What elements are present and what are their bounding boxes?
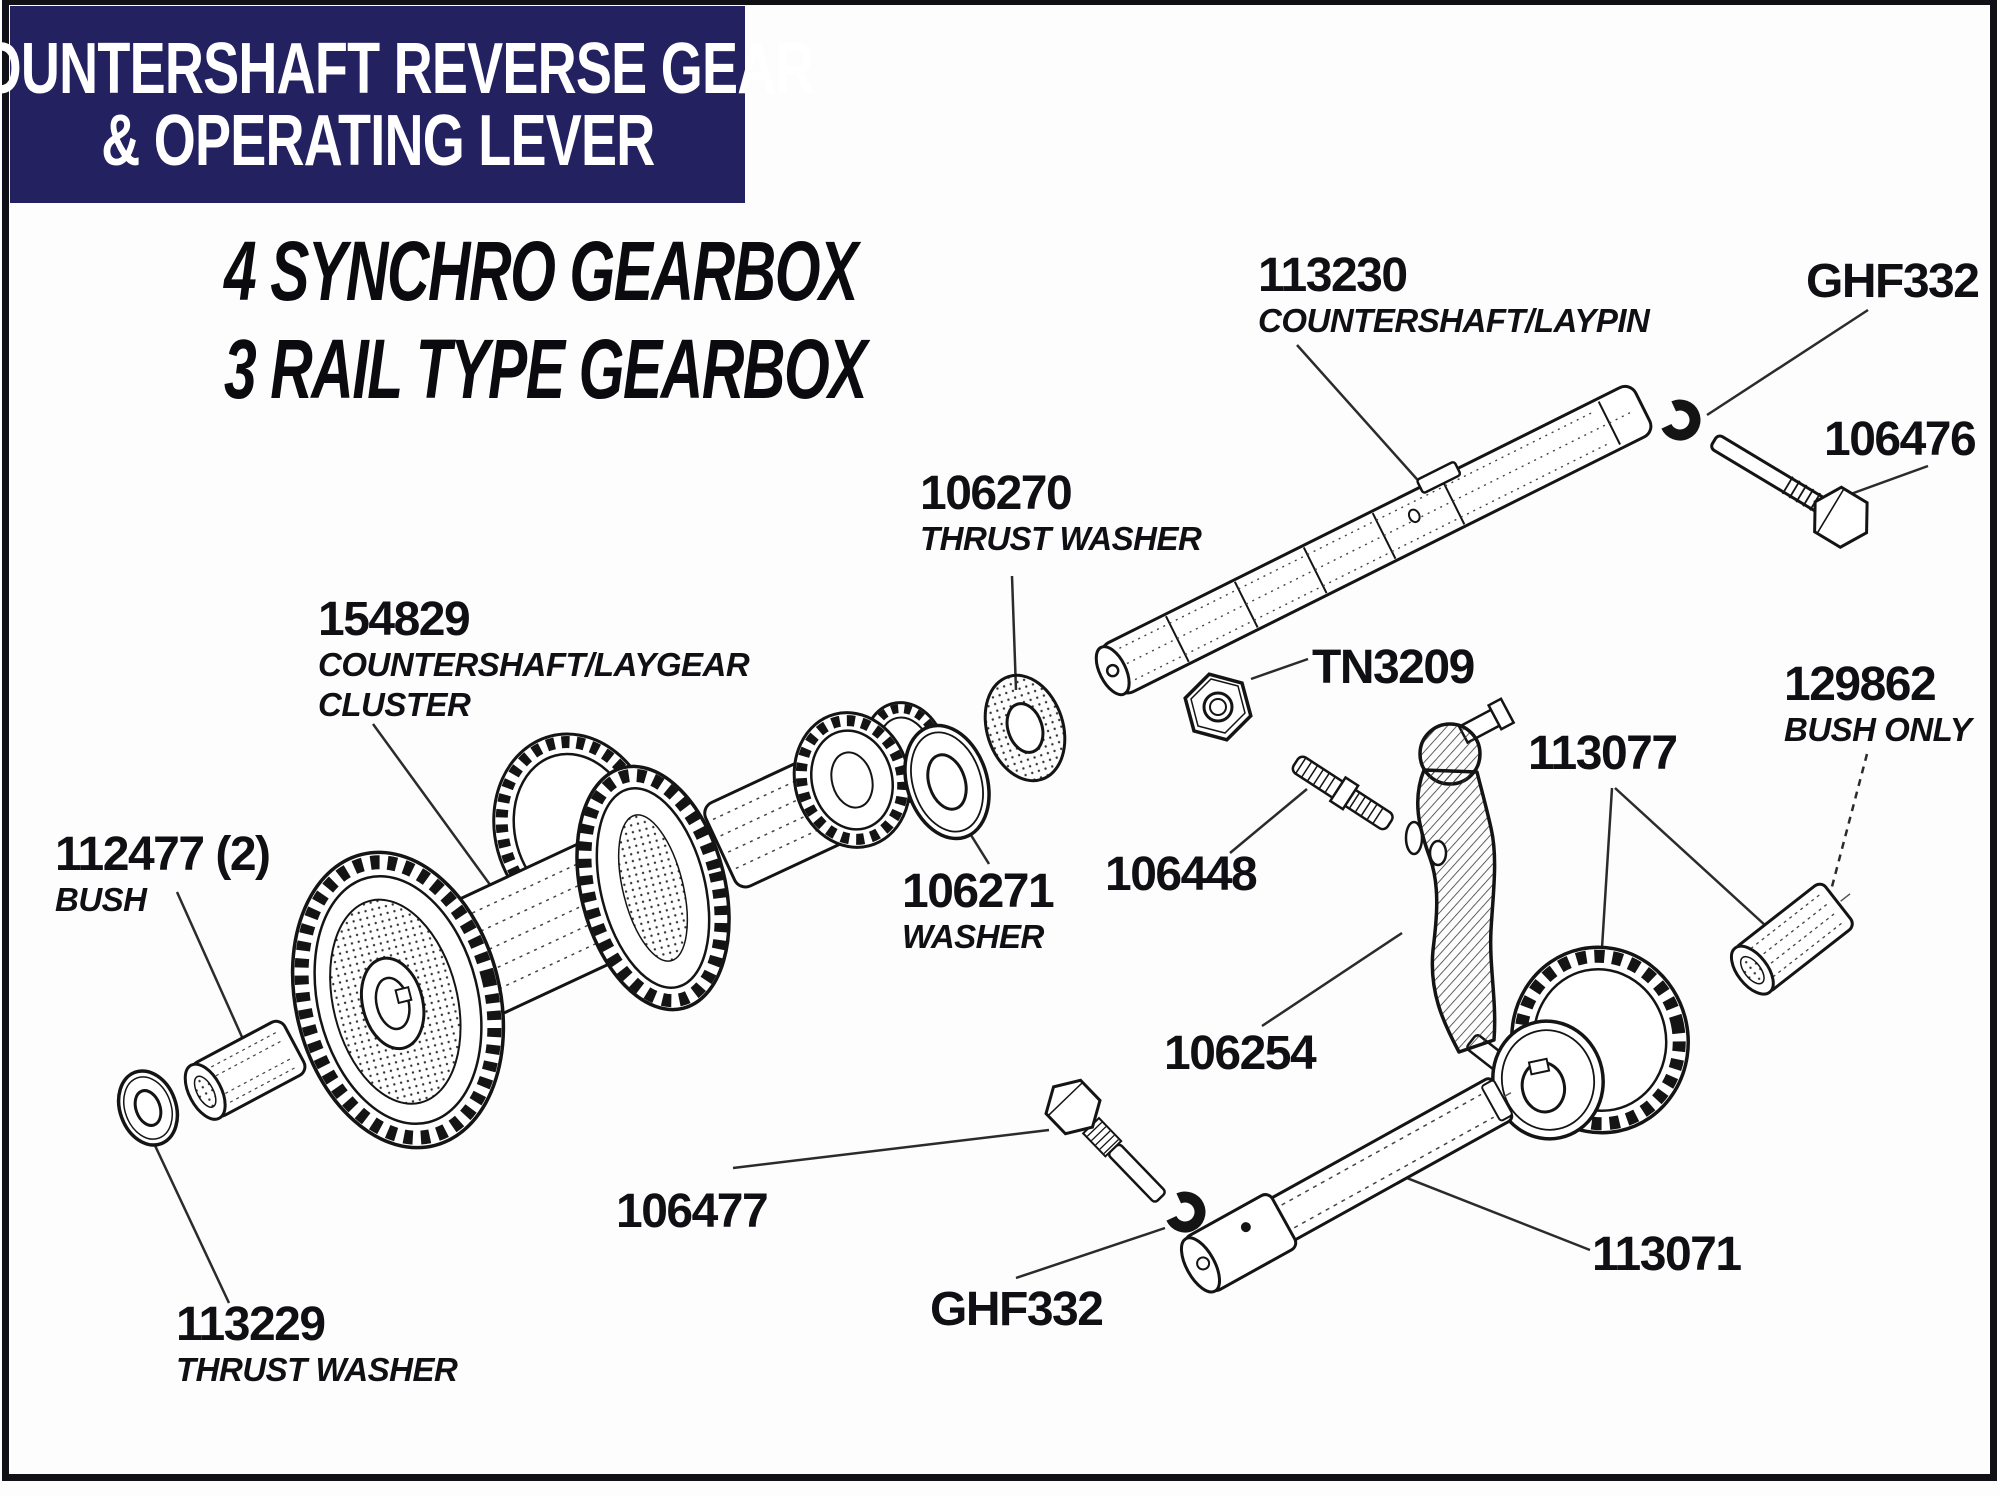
part-description: THRUST WASHER — [176, 1351, 458, 1388]
stud-106448-drawing — [1291, 755, 1394, 831]
part-number: 112477 (2) — [55, 828, 271, 881]
thrust-washer-113229-icon — [116, 1069, 180, 1147]
part-number: GHF332 — [930, 1283, 1104, 1336]
part-label-113071: 113071 — [1592, 1228, 1742, 1281]
subtitle-line1: 4 SYNCHRO GEARBOX — [224, 224, 858, 318]
part-label-ghf332-top: GHF332 — [1806, 255, 1980, 308]
part-label-ghf332-bottom: GHF332 — [930, 1283, 1104, 1336]
part-description: COUNTERSHAFT/LAYPIN — [1258, 302, 1650, 339]
part-number: 113071 — [1592, 1228, 1742, 1281]
part-label-113229: 113229 THRUST WASHER — [176, 1298, 458, 1389]
part-number: 106271 — [902, 865, 1055, 918]
page-title-line1: COUNTERSHAFT REVERSE GEAR — [0, 28, 814, 109]
part-description: THRUST WASHER — [920, 520, 1202, 557]
bolt-106477-drawing — [1044, 1078, 1166, 1203]
part-description-line2: CLUSTER — [318, 685, 471, 723]
lock-washer-top-icon — [1661, 399, 1701, 441]
part-number: 106254 — [1164, 1027, 1317, 1080]
part-label-106254: 106254 — [1164, 1027, 1317, 1080]
part-label-112477: 112477 (2) BUSH — [55, 828, 271, 919]
part-label-106270: 106270 THRUST WASHER — [920, 467, 1202, 558]
part-label-154829: 154829 COUNTERSHAFT/LAYGEAR CLUSTER — [318, 593, 750, 724]
part-label-113077: 113077 — [1528, 727, 1678, 780]
page-title-line2: & OPERATING LEVER — [100, 100, 655, 181]
part-number: TN3209 — [1312, 641, 1475, 694]
part-label-106271: 106271 WASHER — [902, 865, 1055, 956]
part-description: WASHER — [902, 918, 1044, 955]
part-description: BUSH ONLY — [1784, 711, 1972, 748]
leader-lines — [149, 308, 1929, 1304]
bush-129862-drawing — [1729, 882, 1854, 996]
reverse-gear-drawing — [1491, 945, 1690, 1141]
part-description: COUNTERSHAFT/LAYGEAR — [318, 646, 750, 683]
laygear-cluster-drawing — [290, 701, 948, 1150]
part-number: 106448 — [1105, 848, 1258, 901]
lock-washer-bottom-icon — [1166, 1191, 1206, 1233]
title-banner: COUNTERSHAFT REVERSE GEAR & OPERATING LE… — [0, 6, 814, 203]
part-label-113230: 113230 COUNTERSHAFT/LAYPIN — [1258, 249, 1650, 340]
thrust-washer-106270-icon — [983, 673, 1067, 783]
operating-lever-drawing — [1404, 697, 1516, 1074]
part-number: 106477 — [616, 1185, 769, 1238]
part-label-129862: 129862 BUSH ONLY — [1784, 658, 1972, 749]
part-label-106448: 106448 — [1105, 848, 1258, 901]
part-number: 113230 — [1258, 249, 1408, 302]
bush-112477-drawing — [183, 1019, 307, 1121]
part-number: 113229 — [176, 1298, 326, 1351]
countershaft-laypin-drawing — [1094, 384, 1653, 697]
idler-shaft-drawing — [1179, 1077, 1516, 1294]
part-number: 154829 — [318, 593, 471, 646]
washer-106271-icon — [903, 723, 991, 841]
part-number: 106270 — [920, 467, 1073, 520]
part-description: BUSH — [55, 881, 147, 918]
gearbox-subtitle: 4 SYNCHRO GEARBOX 3 RAIL TYPE GEARBOX — [110, 222, 870, 419]
part-label-106477: 106477 — [616, 1185, 769, 1238]
part-label-106476: 106476 — [1824, 413, 1977, 466]
part-number: GHF332 — [1806, 255, 1980, 308]
part-number: 106476 — [1824, 413, 1977, 466]
nut-tn3209-icon — [1183, 672, 1253, 742]
bolt-106476-drawing — [1710, 434, 1869, 549]
part-number: 129862 — [1784, 658, 1937, 711]
part-label-tn3209: TN3209 — [1312, 641, 1475, 694]
part-number: 113077 — [1528, 727, 1678, 780]
